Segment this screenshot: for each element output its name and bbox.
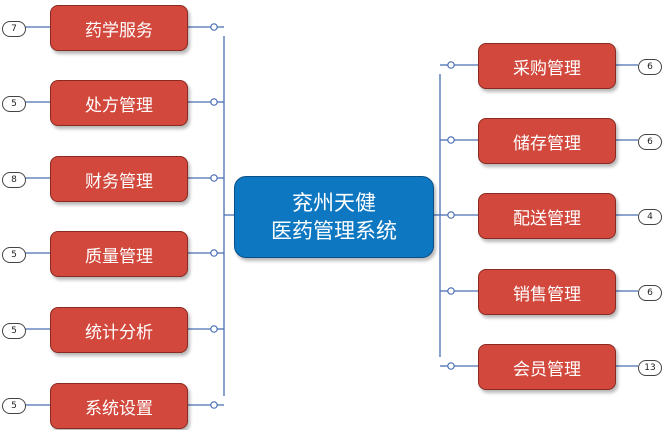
subtopic-count-badge[interactable]: 5 [2,96,26,112]
topic-label: 储存管理 [513,133,581,154]
connector-dot [447,136,455,144]
subtopic-count-badge[interactable]: 5 [2,398,26,414]
subtopic-count-badge[interactable]: 5 [2,247,26,263]
topic-procurement-management[interactable]: 采购管理 [478,43,616,89]
subtopic-count-badge[interactable]: 5 [2,323,26,339]
connector-dot [210,401,218,409]
topic-member-management[interactable]: 会员管理 [478,344,616,390]
topic-label: 销售管理 [513,284,581,305]
topic-label: 统计分析 [85,322,153,343]
central-topic-line1: 兖州天健 [292,191,376,215]
subtopic-count-badge[interactable]: 6 [638,134,662,150]
connector-dot [447,211,455,219]
topic-quality-management[interactable]: 质量管理 [50,231,188,277]
topic-statistics-analysis[interactable]: 统计分析 [50,307,188,353]
connector-dot [447,362,455,370]
topic-storage-management[interactable]: 储存管理 [478,118,616,164]
topic-pharmacy-service[interactable]: 药学服务 [50,5,188,51]
central-topic-line2: 医药管理系统 [271,219,397,243]
topic-distribution-management[interactable]: 配送管理 [478,193,616,239]
topic-label: 药学服务 [85,20,153,41]
connector-dot [447,61,455,69]
connector-dot [210,98,218,106]
topic-sales-management[interactable]: 销售管理 [478,269,616,315]
connector-dot [210,325,218,333]
topic-finance-management[interactable]: 财务管理 [50,156,188,202]
topic-system-settings[interactable]: 系统设置 [50,383,188,429]
topic-label: 处方管理 [85,95,153,116]
connector-dot [447,287,455,295]
connector-dot [210,23,218,31]
topic-label: 采购管理 [513,58,581,79]
subtopic-count-badge[interactable]: 13 [638,360,662,376]
topic-label: 财务管理 [85,171,153,192]
topic-label: 配送管理 [513,208,581,229]
subtopic-count-badge[interactable]: 6 [638,285,662,301]
topic-prescription-management[interactable]: 处方管理 [50,80,188,126]
connector-dot [210,249,218,257]
connector-dot [210,174,218,182]
topic-label: 系统设置 [85,398,153,419]
topic-label: 会员管理 [513,359,581,380]
subtopic-count-badge[interactable]: 8 [2,172,26,188]
topic-label: 质量管理 [85,246,153,267]
subtopic-count-badge[interactable]: 7 [2,21,26,37]
subtopic-count-badge[interactable]: 6 [638,59,662,75]
central-topic[interactable]: 兖州天健 医药管理系统 [234,176,434,258]
subtopic-count-badge[interactable]: 4 [638,209,662,225]
